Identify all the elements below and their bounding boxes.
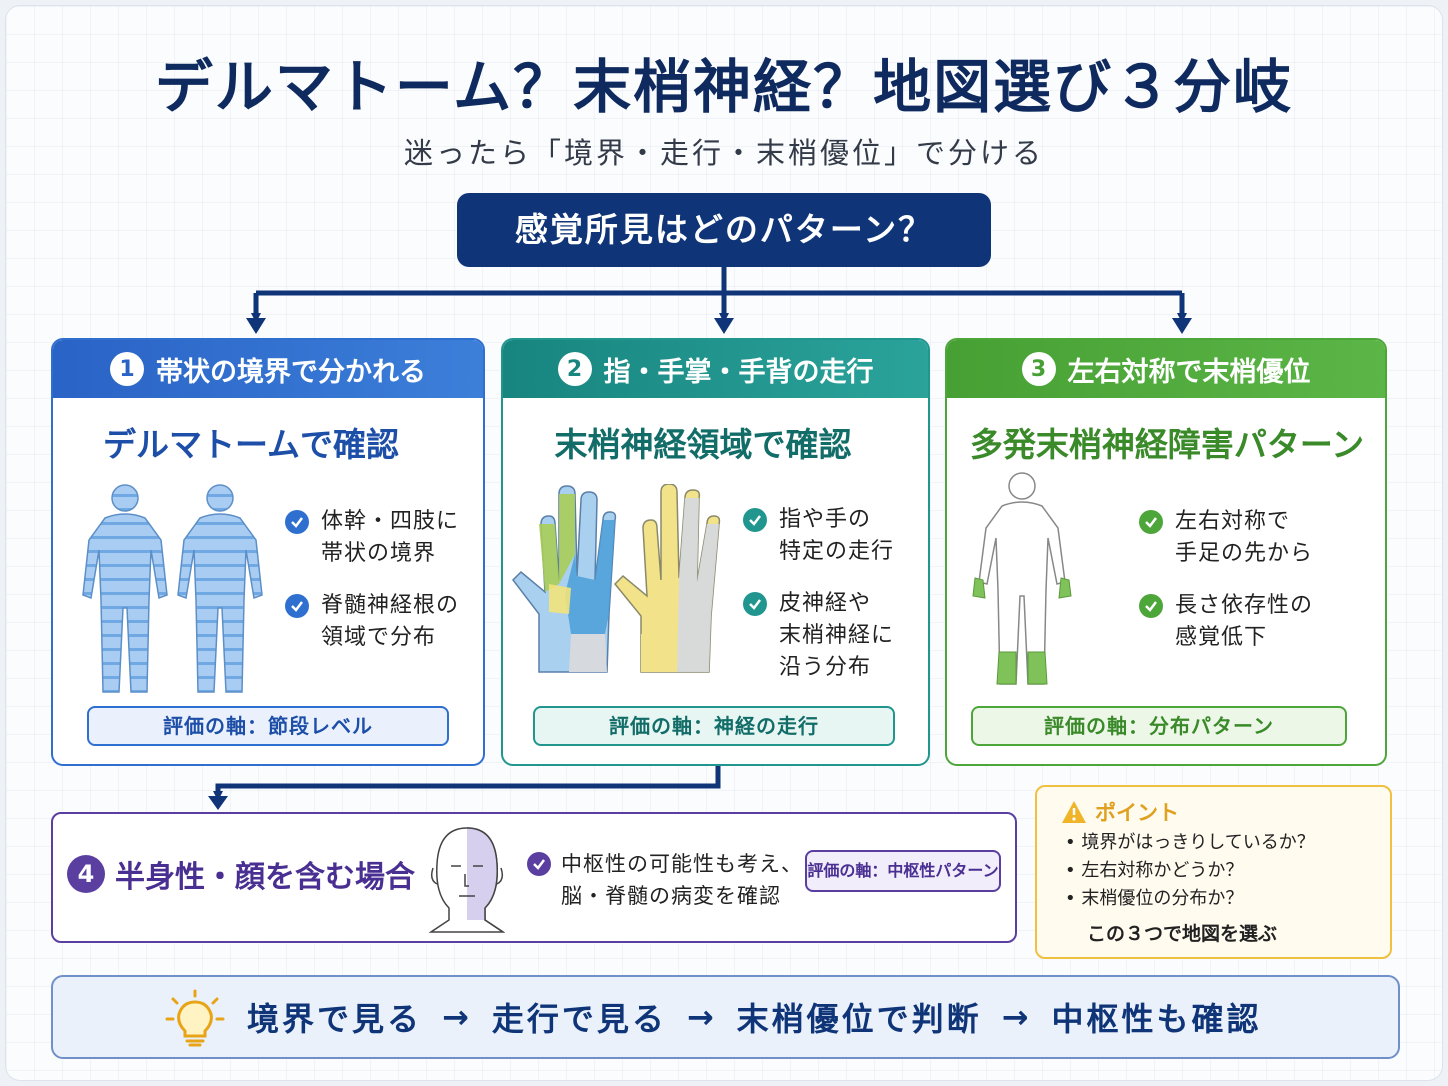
check-icon <box>285 510 309 534</box>
flow-step: 末梢優位で判断 <box>736 1000 982 1038</box>
check-icon <box>285 594 309 618</box>
branch-card-3-title: 多発末梢神経障害パターン <box>969 425 1365 464</box>
face-icon <box>429 827 505 933</box>
flow-step: 境界で見る <box>247 1000 423 1038</box>
branch-card-4: 4 半身性・顔を含む場合 中枢性の可能性も考え、 脳・脊髄の病変を確認 評価の軸… <box>51 812 1017 943</box>
branch-card-1-title: デルマトームで確認 <box>102 425 399 464</box>
page-subtitle: 迷ったら「境界・走行・末梢優位」で分ける <box>403 136 1044 170</box>
branch-number: 1 <box>110 352 144 386</box>
point-box: ポイント • 境界がはっきりしているか？ • 左右対称かどうか？ • 末梢優位の… <box>1035 785 1392 959</box>
hand-icon <box>512 484 721 673</box>
list-item: 指や手の 特定の走行 <box>743 504 923 568</box>
page-title: デルマトーム？末梢神経？地図選び３分岐 <box>154 53 1294 121</box>
check-text: 脊髄神経根の 領域で分布 <box>321 593 460 650</box>
branch-header-label: 指・手掌・手背の走行 <box>603 356 874 388</box>
point-bullets: • 境界がはっきりしているか？ • 左右対称かどうか？ • 末梢優位の分布か？ <box>1065 829 1315 913</box>
branch-3-check-list: 左右対称で 手足の先から 長さ依存性の 感覚低下 <box>1139 506 1379 674</box>
point-bullet: 境界がはっきりしているか？ <box>1081 832 1315 853</box>
check-icon <box>1139 594 1163 618</box>
check-icon <box>743 508 767 532</box>
check-text: 左右対称で 手足の先から <box>1175 509 1314 566</box>
flow-arrow: → <box>686 998 717 1036</box>
branch-2-axis: 評価の軸：神経の走行 <box>533 706 895 746</box>
point-heading: ポイント <box>1061 797 1179 827</box>
branch-3-axis: 評価の軸：分布パターン <box>971 706 1347 746</box>
check-text: 中枢性の可能性も考え、 脳・脊髄の病変を確認 <box>561 852 803 908</box>
branch-4-title: 半身性・顔を含む場合 <box>115 860 415 895</box>
arrowhead-1 <box>246 318 266 334</box>
list-item: 体幹・四肢に 帯状の境界 <box>285 506 475 570</box>
flow-steps: 境界で見る → 走行で見る → 末梢優位で判断 → 中枢性も確認 <box>247 977 1262 1057</box>
branch-header-label: 左右対称で末梢優位 <box>1067 356 1311 388</box>
branch-card-1: 1 帯状の境界で分かれる デルマトームで確認 体幹・四肢に 帯状の境界 脊髄神経… <box>51 338 485 766</box>
question-box: 感覚所見はどのパターン？ <box>457 193 991 267</box>
flow-arrow: → <box>1001 998 1032 1036</box>
list-item: • 左右対称かどうか？ <box>1065 860 1244 881</box>
branch-card-3: 3 左右対称で末梢優位 多発末梢神経障害パターン 左右対称で 手足の先から 長さ… <box>945 338 1387 766</box>
list-item: • 境界がはっきりしているか？ <box>1065 832 1315 853</box>
branch-1-check-list: 体幹・四肢に 帯状の境界 脊髄神経根の 領域で分布 <box>285 506 475 674</box>
branch-number: 4 <box>67 855 105 893</box>
arrowhead-2 <box>714 318 734 334</box>
arrowhead-4 <box>208 796 228 810</box>
flow-banner: 境界で見る → 走行で見る → 末梢優位で判断 → 中枢性も確認 <box>51 975 1400 1059</box>
list-item: • 末梢優位の分布か？ <box>1065 888 1244 909</box>
branch-number: 3 <box>1021 352 1056 386</box>
warning-icon <box>1062 801 1086 823</box>
list-item: 脊髄神経根の 領域で分布 <box>285 590 475 654</box>
branch-header-label: 帯状の境界で分かれる <box>156 356 426 388</box>
flow-step: 走行で見る <box>491 1000 667 1038</box>
list-item: 左右対称で 手足の先から <box>1139 506 1379 570</box>
check-icon <box>527 852 551 876</box>
body-figure-icon <box>972 472 1072 685</box>
point-bullet: 末梢優位の分布か？ <box>1081 888 1244 909</box>
check-text: 指や手の 特定の走行 <box>779 507 895 564</box>
check-icon <box>1139 510 1163 534</box>
branch-1-axis: 評価の軸：節段レベル <box>87 706 449 746</box>
check-text: 体幹・四肢に 帯状の境界 <box>321 509 460 566</box>
point-conclusion: この３つで地図を選ぶ <box>1087 923 1278 945</box>
branch-card-2-header: 2 指・手掌・手背の走行 <box>503 340 928 398</box>
check-text: 皮神経や 末梢神経に 沿う分布 <box>779 591 895 680</box>
branch-2-check-list: 指や手の 特定の走行 皮神経や 末梢神経に 沿う分布 <box>743 504 923 704</box>
check-icon <box>743 592 767 616</box>
point-bullet: 左右対称かどうか？ <box>1081 860 1244 881</box>
branch-card-1-header: 1 帯状の境界で分かれる <box>53 340 483 398</box>
flow-arrow: → <box>442 998 472 1036</box>
branch-4-check: 中枢性の可能性も考え、 脳・脊髄の病変を確認 <box>527 848 803 912</box>
point-heading-label: ポイント <box>1095 801 1179 825</box>
arrowhead-3 <box>1172 318 1192 334</box>
connector-branch-4 <box>213 762 721 801</box>
lightbulb-icon <box>165 989 225 1047</box>
branch-card-3-header: 3 左右対称で末梢優位 <box>947 340 1385 398</box>
list-item: 長さ依存性の 感覚低下 <box>1139 590 1379 654</box>
body-figure-icon <box>82 484 263 693</box>
flow-step: 中枢性も確認 <box>1051 1000 1262 1038</box>
check-text: 長さ依存性の 感覚低下 <box>1175 593 1314 650</box>
branch-4-heading: 4 半身性・顔を含む場合 <box>67 852 415 896</box>
branch-card-2: 2 指・手掌・手背の走行 末梢神経領域で確認 指や手の 特定の走行 皮神経や 末… <box>501 338 930 766</box>
list-item: 皮神経や 末梢神経に 沿う分布 <box>743 588 923 684</box>
branch-number: 2 <box>557 352 592 386</box>
branch-card-2-title: 末梢神経領域で確認 <box>554 425 852 464</box>
branch-4-axis: 評価の軸：中枢性パターン <box>805 850 1001 892</box>
